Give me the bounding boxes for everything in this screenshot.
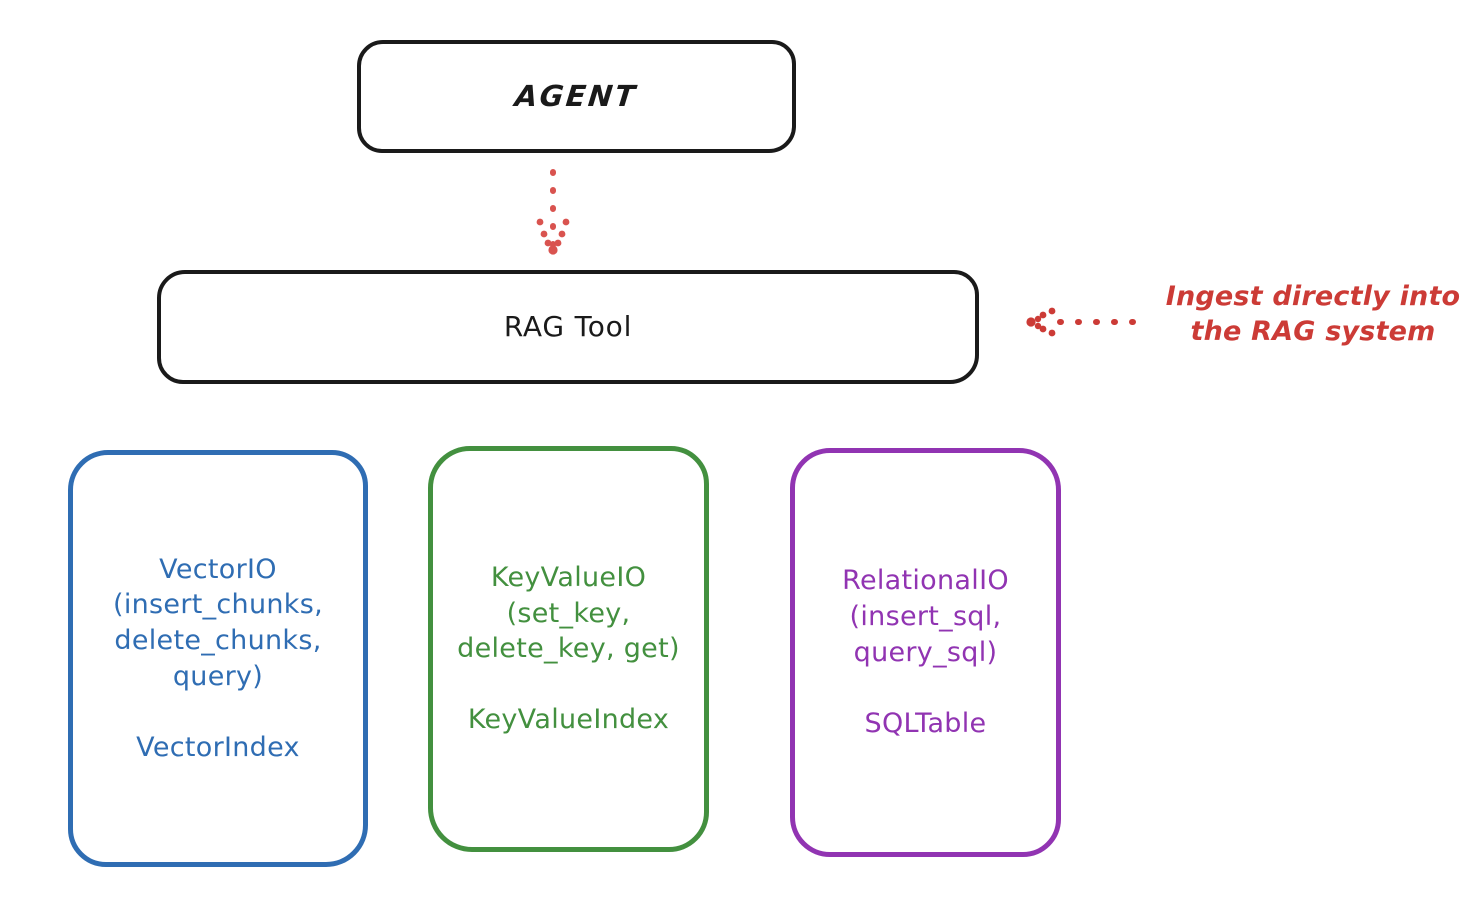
node-relational-io[interactable]: RelationalIO (insert_sql, query_sql) SQL… xyxy=(790,448,1061,857)
node-rag-tool-label: RAG Tool xyxy=(503,309,633,343)
node-key-value-io[interactable]: KeyValueIO (set_key, delete_key, get) Ke… xyxy=(428,446,709,852)
node-vector-io[interactable]: VectorIO (insert_chunks, delete_chunks, … xyxy=(68,450,368,867)
node-relational-io-label: RelationalIO (insert_sql, query_sql) SQL… xyxy=(842,565,1009,739)
node-vector-io-label: VectorIO (insert_chunks, delete_chunks, … xyxy=(113,553,323,763)
edge-ingest-to-rag-tool-arrow xyxy=(1026,307,1141,337)
node-agent-label: AGENT xyxy=(513,79,640,114)
edge-agent-to-rag-tool-arrow xyxy=(536,169,570,255)
node-rag-tool[interactable]: RAG Tool xyxy=(157,270,979,384)
annotation-ingest-note: Ingest directly into the RAG system xyxy=(1165,281,1461,348)
node-agent[interactable]: AGENT xyxy=(357,40,796,153)
node-key-value-io-label: KeyValueIO (set_key, delete_key, get) Ke… xyxy=(457,561,680,736)
